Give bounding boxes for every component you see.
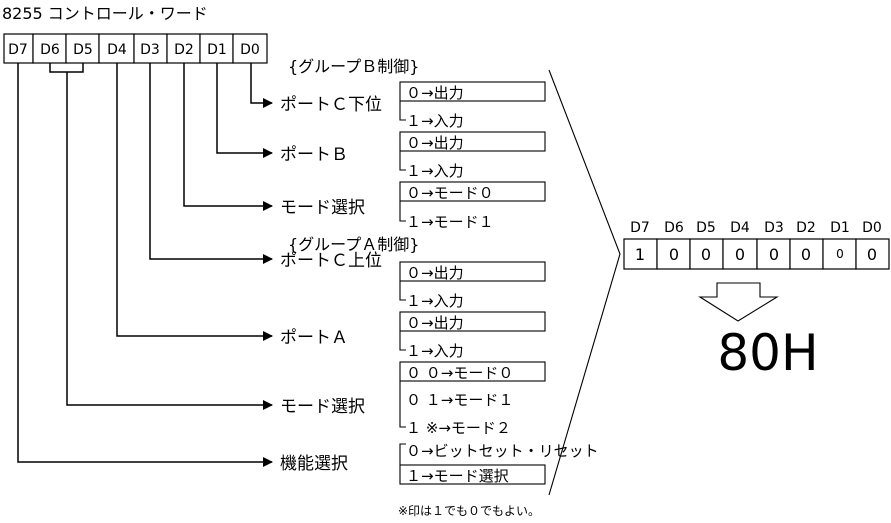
field-label-port-b: ポートＢ	[280, 145, 348, 165]
bit-label-d0: D0	[240, 42, 260, 58]
example-value-d2: 0	[801, 245, 811, 264]
option-group-b-mode-1: １→モード１	[406, 213, 494, 231]
option-port-b-0: ０→出力	[406, 134, 464, 152]
group-b-header: {グループＢ制御}	[288, 57, 419, 76]
field-label-port-a: ポートＡ	[280, 328, 348, 348]
diagram-title: 8255 コントロール・ワード	[2, 4, 208, 23]
option-port-a-0: ０→出力	[406, 314, 464, 332]
example-value-d5: 0	[701, 245, 711, 264]
option-function-0: ０→ビットセット・リセット	[406, 442, 599, 460]
example-value-d3: 0	[769, 245, 779, 264]
result-hex: 80H	[717, 324, 818, 382]
bit-label-d4: D4	[107, 42, 127, 58]
option-port-c-lower-0: ０→出力	[406, 84, 464, 102]
example-bit-label-d4: D4	[730, 220, 750, 236]
bit-label-d6: D6	[40, 42, 60, 58]
option-group-b-mode-0: ０→モード０	[406, 184, 494, 202]
bit-label-d2: D2	[174, 42, 194, 58]
group-a-header: {グループＡ制御}	[288, 235, 419, 254]
example-register: D7 D6 D5 D4 D3 D2 D1 D0 1 0 0 0 0 0 0 0	[623, 220, 890, 270]
option-port-c-lower-1: １→入力	[406, 112, 464, 130]
option-port-b-1: １→入力	[406, 162, 464, 180]
example-bit-label-d3: D3	[764, 220, 784, 236]
down-arrow-icon	[698, 282, 779, 322]
example-bit-label-d1: D1	[830, 220, 850, 236]
example-bit-label-d2: D2	[796, 220, 816, 236]
example-value-d0: 0	[867, 245, 877, 264]
field-label-port-c-upper: ポートＣ上位	[280, 251, 382, 271]
example-value-d4: 0	[735, 245, 745, 264]
example-bit-label-d7: D7	[630, 220, 650, 236]
example-value-d6: 0	[669, 245, 679, 264]
option-port-a-1: １→入力	[406, 342, 464, 360]
bit-register: D7 D6 D5 D4 D3 D2 D1 D0	[3, 33, 268, 64]
example-bit-label-d5: D5	[696, 220, 716, 236]
bit-label-d1: D1	[207, 42, 227, 58]
connector-lines	[17, 63, 273, 467]
option-port-c-upper-1: １→入力	[406, 292, 464, 310]
field-label-group-b-mode: モード選択	[280, 198, 365, 218]
field-label-port-c-lower: ポートＣ下位	[280, 95, 382, 115]
option-brackets	[399, 81, 546, 485]
example-bit-label-d6: D6	[664, 220, 684, 236]
field-label-function-select: 機能選択	[280, 454, 348, 474]
option-port-c-upper-0: ０→出力	[406, 264, 464, 282]
option-group-a-mode-2: １ ※→モード２	[406, 419, 511, 437]
option-group-a-mode-0: ０ ０→モード０	[406, 364, 513, 382]
example-bit-label-d0: D0	[862, 220, 882, 236]
option-group-a-mode-1: ０ １→モード１	[406, 391, 513, 409]
field-label-group-a-mode: モード選択	[280, 397, 365, 417]
option-function-1: １→モード選択	[406, 467, 509, 485]
bit-label-d5: D5	[73, 42, 93, 58]
footnote: ※印は１でも０でもよい。	[398, 504, 540, 518]
bit-label-d7: D7	[8, 42, 28, 58]
example-value-d1: 0	[836, 247, 844, 261]
bit-label-d3: D3	[140, 42, 160, 58]
zoom-bracket	[548, 69, 621, 496]
example-value-d7: 1	[635, 245, 645, 264]
